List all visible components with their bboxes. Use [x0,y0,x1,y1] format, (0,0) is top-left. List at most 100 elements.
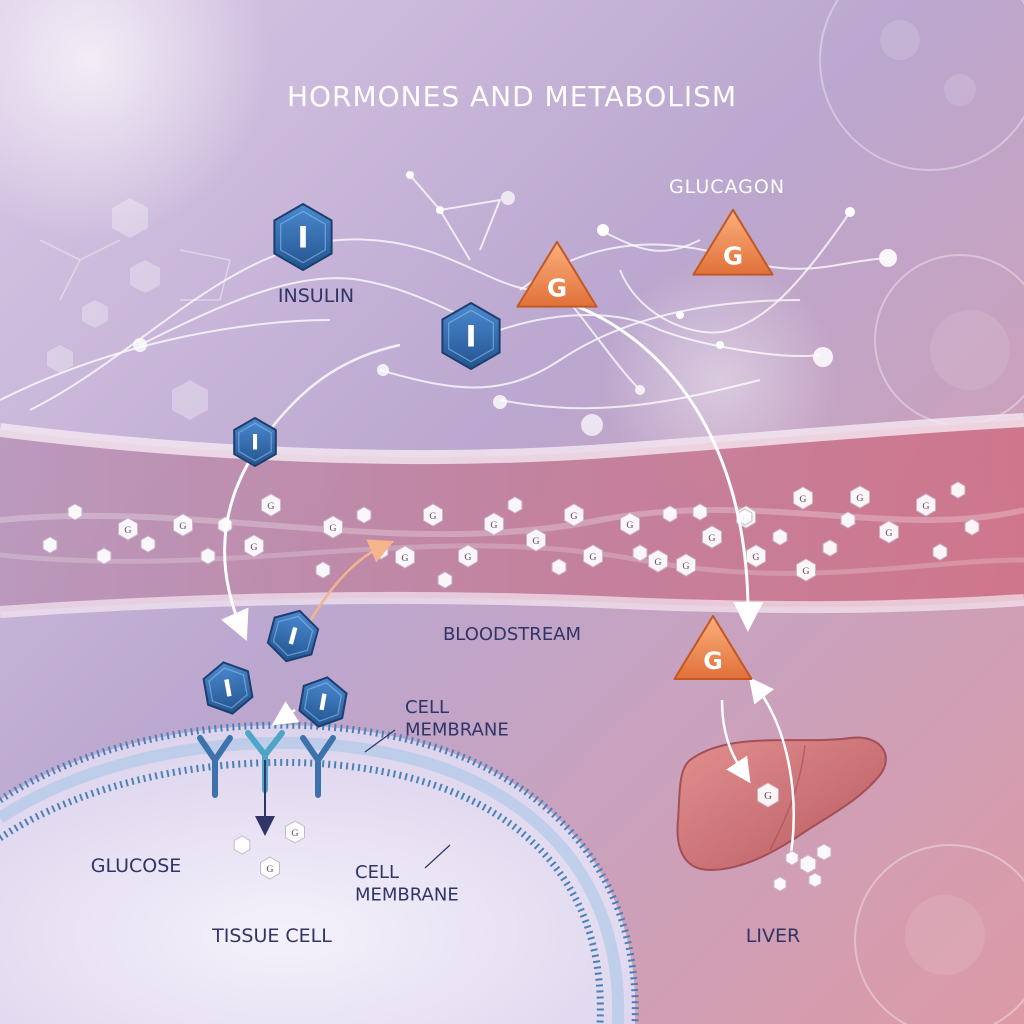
tissue-cell-label: TISSUE CELL [211,925,332,947]
insulin-hexagon-icon: I [441,301,501,371]
glucose-symbol: G [570,511,577,522]
glucose-hexagon-icon: G [395,545,415,569]
glucose-symbol: G [291,828,298,839]
insulin-symbol: I [465,320,476,355]
insulin-to-cell-arrow [221,459,252,641]
bloodstream-label: BLOODSTREAM [443,624,581,645]
glucose-hexagon-icon: G [757,782,779,808]
glucose-hexagon-icon [437,571,453,589]
tissue-cell [0,721,639,1024]
glucose-hexagon-icon: G [173,513,193,537]
glucose-molecules: G G G [233,782,832,892]
flow-arrows [221,298,795,869]
glucose-hexagon-icon [507,496,523,514]
glucose-symbol: G [922,501,929,512]
glucose-symbol: G [124,525,131,536]
glucose-output-arrow [748,677,795,861]
glucagon-symbol: G [547,273,567,302]
glucose-symbol: G [490,520,497,531]
insulin-symbol: I [297,221,308,256]
glucose-hexagon-icon [799,854,817,874]
glucose-hexagon-icon [373,542,389,560]
glucose-hexagon-icon [662,505,678,523]
glucose-hexagon-icon [932,543,948,561]
glucose-symbol: G [626,520,633,531]
glucagon-label: GLUCAGON [669,176,785,198]
glucose-hexagon-icon [96,547,112,565]
glucose-hexagon-icon [808,872,822,888]
glucose-label: GLUCOSE [91,855,182,877]
glucose-hexagon-icon [551,558,567,576]
glucose-hexagon-icon [692,503,708,521]
glucose-hexagon-icon [233,835,251,855]
glucose-hexagon-icon [315,561,331,579]
network-nodes [133,171,897,436]
insulin-hexagon-icon: I [298,676,348,728]
glucose-symbol: G [752,552,759,563]
membrane-leader [424,844,451,869]
glucose-symbol: G [708,533,715,544]
glucose-hexagon-icon: G [620,512,640,536]
glucose-symbol: G [429,511,436,522]
glucose-hexagon-icon: G [648,549,668,573]
glucose-hexagon-icon [632,544,648,562]
glucose-hexagon-icon: G [916,493,936,517]
glucose-hexagon-icon [773,876,787,892]
glucose-hexagon-icon: G [423,503,443,527]
light-glow [0,0,270,240]
glucose-hexagon-icon [140,535,156,553]
glucose-hexagon-icon: G [793,486,813,510]
glucose-symbol: G [464,552,471,563]
glucose-hexagon-icon: G [796,558,816,582]
insulin-hexagon-icon: I [266,609,320,663]
glucagon-triangle-icon: G [692,208,774,276]
glucose-hexagon-icon: G [676,553,696,577]
glucose-hexagon-icon: G [261,493,281,517]
glucose-symbol: G [267,501,274,512]
glucose-symbol: G [179,521,186,532]
glucose-symbol: G [401,553,408,564]
insulin-hexagon-icon: I [202,661,254,715]
glucose-hexagon-icon: G [583,544,603,568]
glucose-hexagon-icon: G [850,485,870,509]
insulin-hexagon-icon: I [233,416,277,468]
background-hexagons [47,198,208,420]
glucose-hexagon-icon [42,536,58,554]
insulin-hexagon-icon: I [273,202,333,272]
glucose-hexagon-icon: G [118,517,138,541]
glucose-hexagon-icon [772,528,788,546]
glucose-hexagon-icon: G [458,544,478,568]
membrane-leader [364,729,396,753]
glucose-symbol: G [266,864,273,875]
glucose-symbol: G [682,561,689,572]
glucose-symbol: G [764,790,772,802]
glucose-hexagon-icon: G [260,856,280,880]
glucose-hexagon-icon: G [323,515,343,539]
glucose-hexagon-icon [822,539,838,557]
insulin-symbol: I [251,431,259,456]
receptor-icon [197,735,233,798]
glucagon-to-liver-arrow [559,298,764,632]
glucagon-symbol: G [703,647,723,675]
glucose-hexagon-icon [200,547,216,565]
glucose-hexagon-icon: G [244,534,264,558]
glucose-hexagon-icon [785,850,799,866]
glucose-hexagon-icon [840,511,856,529]
bloodstream-vessel [0,413,1024,618]
glucose-symbol: G [589,552,596,563]
glucose-hexagon-icon: G [285,820,305,844]
glucose-symbol: G [532,536,539,547]
glucagon-symbol: G [723,241,743,270]
glucose-hexagon-icon: G [484,512,504,536]
glucose-hexagon-icon [816,843,832,861]
glucose-hexagon-icon: G [564,503,584,527]
glucose-symbol: G [329,523,336,534]
glucose-hexagon-icon: G [526,528,546,552]
liver-label: LIVER [746,925,800,947]
glucose-symbol: G [802,566,809,577]
glucose-symbol: G [856,493,863,504]
glucose-symbol: G [799,494,806,505]
